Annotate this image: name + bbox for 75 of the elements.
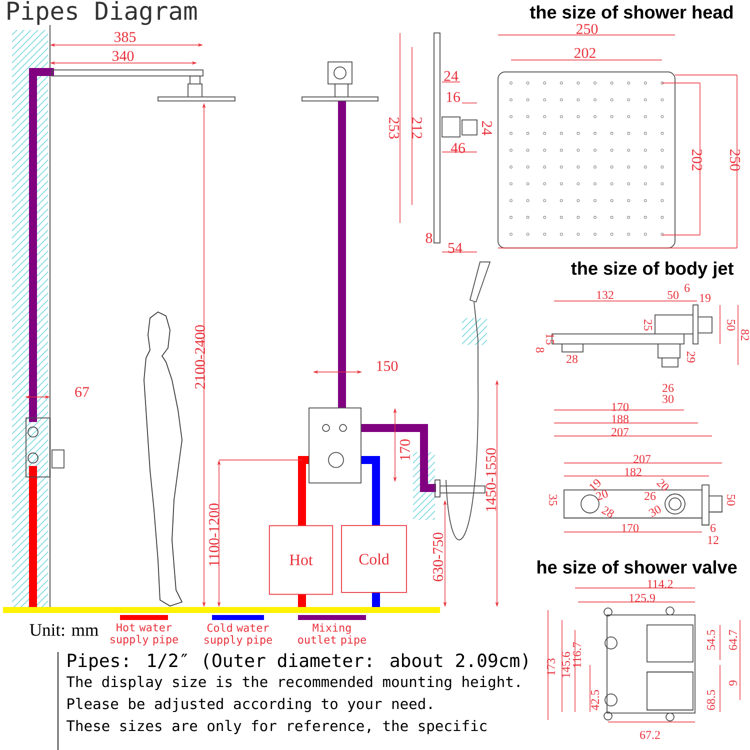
dimension-label: 250 <box>730 149 740 171</box>
dimension-label: 150 <box>377 360 398 372</box>
label-box: Cold <box>341 525 407 593</box>
dimension-label: 24 <box>444 71 458 81</box>
dimension-label: 630-750 <box>432 532 444 582</box>
legend-label: Cold water supply pipe <box>204 623 272 646</box>
dimension-label: 170 <box>400 439 410 460</box>
dimension-label: 202 <box>574 48 596 58</box>
dimension-label: 82 <box>740 330 750 340</box>
dimension-label: 42.5 <box>590 690 600 710</box>
dimension-label: 20 <box>596 490 608 501</box>
dimension-label: 250 <box>576 24 598 34</box>
section-heading: the size of body jet <box>571 262 734 278</box>
dimension-label: 253 <box>389 117 400 139</box>
dimension-label: 30 <box>662 394 674 404</box>
dimension-label: 19 <box>590 479 600 492</box>
dimension-label: 50 <box>726 320 736 330</box>
dimension-label: 50 <box>668 290 679 300</box>
dimension-label: 170 <box>612 402 628 412</box>
note-text: The display size is the recommended mounting height. <box>66 676 520 690</box>
dimension-label: 6 <box>710 524 716 532</box>
dimension-label: 202 <box>692 149 702 170</box>
dimension-label: 29 <box>687 352 696 362</box>
dimension-label: 1450-1550 <box>486 448 496 512</box>
dimension-label: 25 <box>644 320 652 330</box>
dimension-label: 9 <box>729 680 738 686</box>
section-heading: he size of shower valve <box>538 560 737 574</box>
dimension-label: 12 <box>708 536 718 544</box>
label-box: Hot <box>268 525 334 595</box>
dimension-label: 50 <box>726 494 736 506</box>
dimension-label: 16 <box>446 92 460 102</box>
dimension-label: 188 <box>612 414 628 424</box>
dimension-label: 114.2 <box>648 580 673 588</box>
dimension-label: 340 <box>112 50 134 62</box>
dimension-label: 145.6 <box>562 652 570 678</box>
dimension-label: 67.2 <box>640 730 660 740</box>
dimension-label: 207 <box>612 428 629 436</box>
dimension-label: 68.5 <box>706 690 716 710</box>
title: Pipes Diagram <box>8 1 197 25</box>
dimension-label: 1100-1200 <box>208 504 220 566</box>
dimension-label: 19 <box>700 294 710 302</box>
dimension-label: 28 <box>566 354 578 364</box>
dimension-label: 8 <box>426 232 432 244</box>
dimension-label: 67 <box>75 386 90 397</box>
dimension-label: 28 <box>601 506 614 518</box>
dimension-label: 170 <box>622 524 638 532</box>
dimension-label: 132 <box>597 290 614 299</box>
dimension-label: 212 <box>412 117 422 138</box>
legend-label: Mixing outlet pipe <box>298 623 366 646</box>
dimension-label: 6 <box>684 284 690 292</box>
dimension-label: 20 <box>656 478 669 491</box>
legend-label: Hot water supply pipe <box>110 623 178 646</box>
dimension-label: 15 <box>546 334 554 344</box>
section-heading: the size of shower head <box>530 5 733 19</box>
dimension-label: 207 <box>634 454 651 464</box>
unit-label: Unit: mm <box>30 624 98 636</box>
dimension-label: 26 <box>662 384 674 392</box>
dimension-label: 24 <box>482 121 492 136</box>
dimension-label: 116.7 <box>572 642 582 668</box>
dimension-label: 173 <box>547 658 556 675</box>
note-text: These sizes are only for reference, the specific <box>66 720 486 734</box>
note-text: Please be adjusted according to your need. <box>68 698 432 712</box>
dimension-label: 30 <box>648 506 661 517</box>
dimension-label: 46 <box>450 142 466 153</box>
dimension-label: 125.9 <box>630 594 655 602</box>
note-text: Pipes: 1/2″ (Outer diameter: about 2.09cm) <box>68 653 528 671</box>
dimension-label: 182 <box>625 468 642 476</box>
dimension-label: 2100-2400 <box>194 325 206 389</box>
dimension-label: 64.7 <box>728 630 738 650</box>
dimension-label: 54 <box>448 243 462 253</box>
dimension-label: 35 <box>549 494 558 506</box>
dimension-label: 26 <box>644 492 656 500</box>
dimension-label: 8 <box>536 347 544 353</box>
dimension-label: 54.5 <box>706 630 716 650</box>
dimension-label: 385 <box>114 32 136 42</box>
